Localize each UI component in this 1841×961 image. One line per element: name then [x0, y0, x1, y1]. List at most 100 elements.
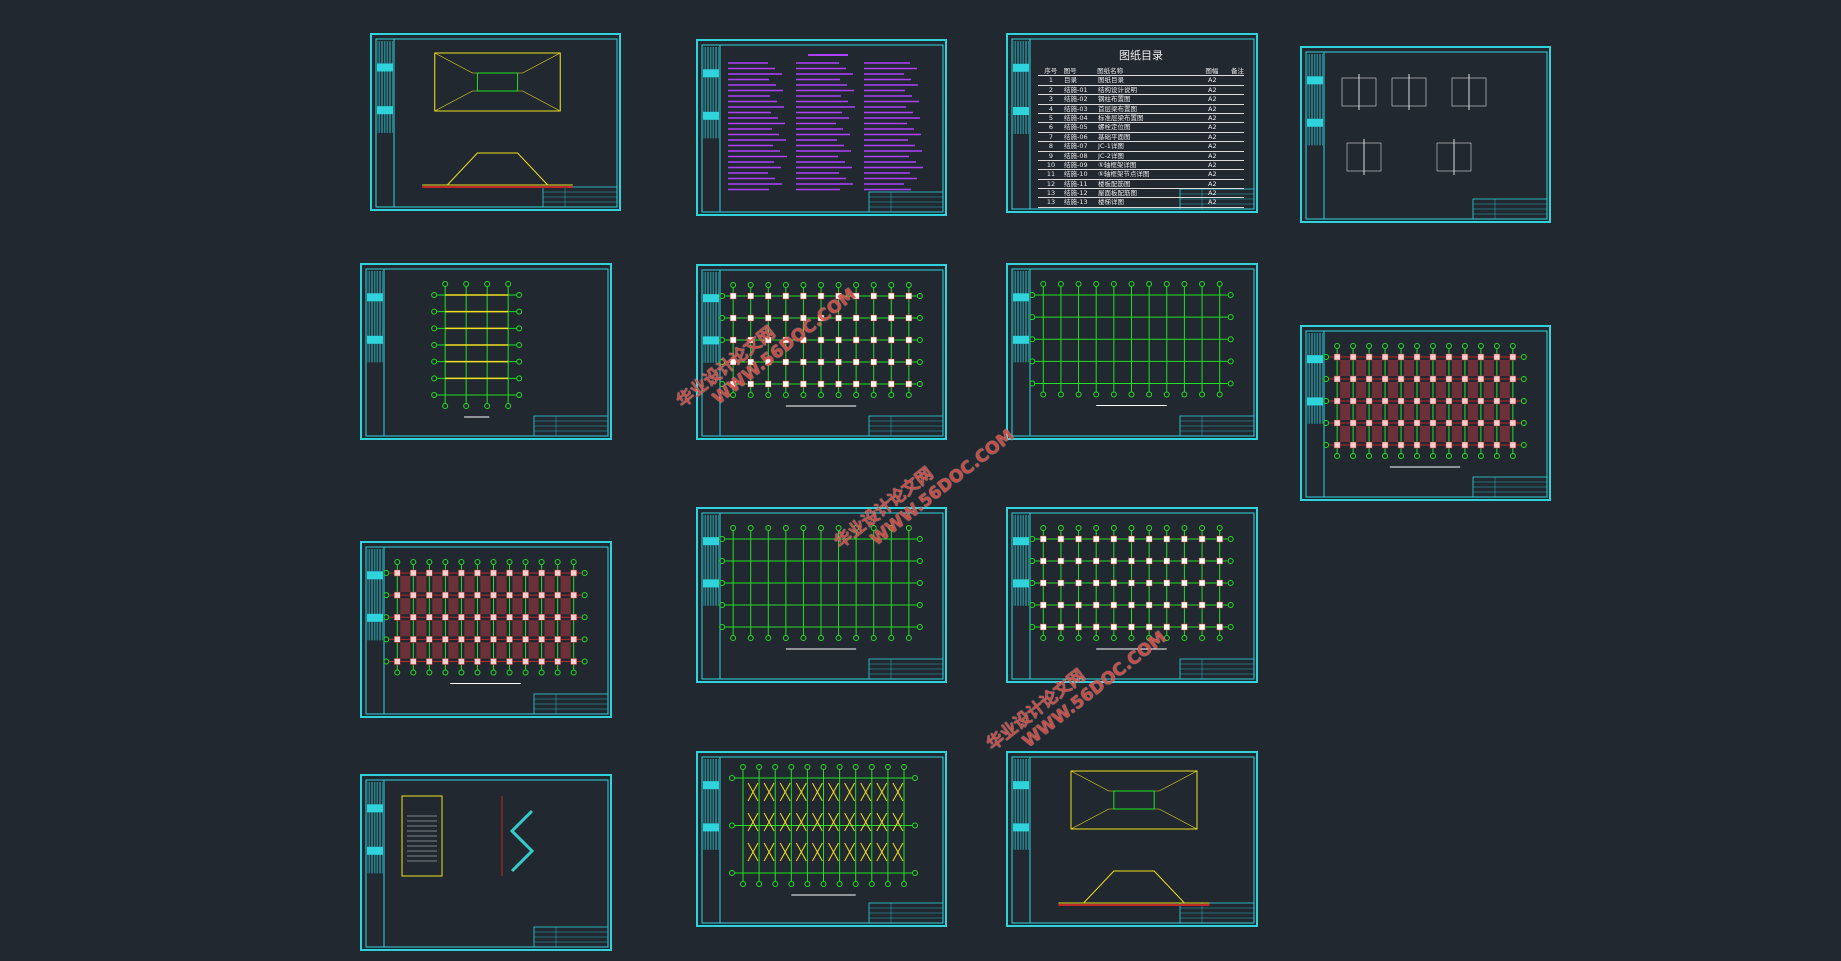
- rebar-hatch: [1483, 426, 1494, 442]
- axis-bubble: [1493, 453, 1500, 459]
- axis-bubble: [916, 580, 923, 586]
- slab-panel-x: [844, 842, 856, 862]
- column-mark: [1509, 441, 1517, 449]
- drawing-sheet-plan-cols[interactable]: [1006, 507, 1258, 683]
- strip-block: [1013, 823, 1029, 832]
- column-mark: [747, 314, 754, 322]
- axis-bubble: [1093, 525, 1100, 531]
- axis-bubble: [835, 635, 842, 641]
- rebar-hatch: [544, 598, 555, 615]
- column-mark: [1092, 535, 1100, 543]
- axis-bubble: [1429, 343, 1436, 349]
- column-mark: [426, 614, 433, 621]
- axis-bubble: [1216, 391, 1223, 398]
- drawing-sheet-plan-cols[interactable]: [696, 264, 947, 440]
- table-cell: 2: [1048, 85, 1054, 94]
- axis-bubble: [912, 775, 918, 781]
- axis-bubble: [730, 282, 737, 288]
- binding-strip: [365, 268, 385, 437]
- axis-bubble: [1181, 635, 1188, 641]
- drawing-index-title: 图纸目录: [1119, 49, 1163, 62]
- column-mark: [1163, 601, 1171, 609]
- drawing-sheet-plan-dense[interactable]: [360, 541, 612, 718]
- axis-bubble: [730, 392, 737, 398]
- axis-bubble: [1029, 536, 1036, 542]
- stair-section: [509, 809, 535, 873]
- drawing-sheet-foundation[interactable]: [1006, 751, 1258, 927]
- drawing-sheet-plan-beams[interactable]: [696, 507, 947, 683]
- axis-bubble: [747, 635, 754, 641]
- axis-bubble: [1445, 453, 1452, 459]
- axis-bubble: [1366, 453, 1373, 459]
- column-mark: [442, 658, 449, 665]
- axis-bubble: [1146, 635, 1153, 641]
- axis-bubble: [1520, 354, 1527, 360]
- axis-bubble: [756, 881, 763, 887]
- table-cell: 结施-02: [1064, 95, 1088, 104]
- axis-bubble: [1461, 453, 1468, 459]
- axis-bubble: [870, 635, 877, 641]
- column-mark: [1349, 353, 1357, 361]
- footing-section: [1058, 870, 1210, 904]
- axis-bubble: [1398, 343, 1405, 349]
- drawing-sheet-frame[interactable]: [360, 263, 612, 440]
- column-mark: [1413, 397, 1421, 405]
- rebar-hatch: [448, 598, 459, 615]
- drawing-sheet-notes[interactable]: [696, 39, 947, 216]
- column-mark: [817, 336, 825, 344]
- axis-bubble: [905, 635, 912, 641]
- drawing-sheet-plan-dense[interactable]: [1300, 325, 1551, 501]
- axis-bubble: [516, 392, 523, 398]
- rebar-hatch: [1372, 382, 1383, 398]
- column-mark: [1333, 441, 1341, 449]
- column-mark: [522, 591, 529, 599]
- column-mark: [1163, 557, 1171, 565]
- axis-bubble: [1216, 281, 1223, 287]
- table-cell: 结施-03: [1064, 104, 1088, 113]
- axis-bubble: [431, 392, 438, 398]
- column-mark: [729, 292, 737, 300]
- strip-block: [1013, 335, 1029, 344]
- axis-bubble: [835, 282, 842, 288]
- binding-strip: [1305, 51, 1325, 220]
- rebar-hatch: [432, 576, 443, 593]
- column-mark: [1040, 623, 1047, 631]
- axis-bubble: [394, 559, 401, 565]
- axis-bubble: [538, 669, 545, 676]
- axis-bubble: [1181, 281, 1188, 287]
- axis-bubble: [1093, 391, 1100, 398]
- drawing-sheet-stairs[interactable]: [360, 774, 612, 951]
- axis-bubble: [1163, 635, 1170, 641]
- rebar-hatch: [1420, 426, 1430, 442]
- column-mark: [458, 636, 465, 643]
- table-cell: A2: [1208, 123, 1217, 132]
- drawing-sheet-details[interactable]: [1300, 46, 1551, 223]
- strip-block: [1013, 781, 1029, 790]
- table-cell: 11: [1046, 170, 1056, 179]
- table-cell: 12: [1046, 179, 1056, 188]
- axis-bubble: [1181, 525, 1188, 531]
- column-mark: [905, 314, 913, 322]
- rebar-hatch: [1340, 404, 1351, 420]
- binding-strip: [701, 44, 721, 213]
- strip-block: [367, 804, 383, 813]
- column-mark: [1413, 353, 1421, 361]
- drawing-sheet-foundation[interactable]: [370, 33, 621, 211]
- axis-bubble: [1323, 420, 1330, 426]
- rebar-hatch: [400, 598, 411, 615]
- slab-panel-x: [779, 782, 791, 802]
- rebar-hatch: [1435, 404, 1446, 420]
- axis-bubble: [431, 342, 438, 348]
- rebar-hatch: [528, 642, 539, 659]
- axis-bubble: [782, 392, 789, 398]
- drawing-sheet-slab[interactable]: [696, 751, 947, 927]
- column-mark: [800, 314, 807, 322]
- axis-bubble: [431, 375, 438, 382]
- column-mark: [870, 358, 877, 366]
- drawing-sheet-plan-beams[interactable]: [1006, 263, 1258, 440]
- axis-bubble: [1509, 343, 1516, 349]
- table-cell: A2: [1208, 85, 1217, 94]
